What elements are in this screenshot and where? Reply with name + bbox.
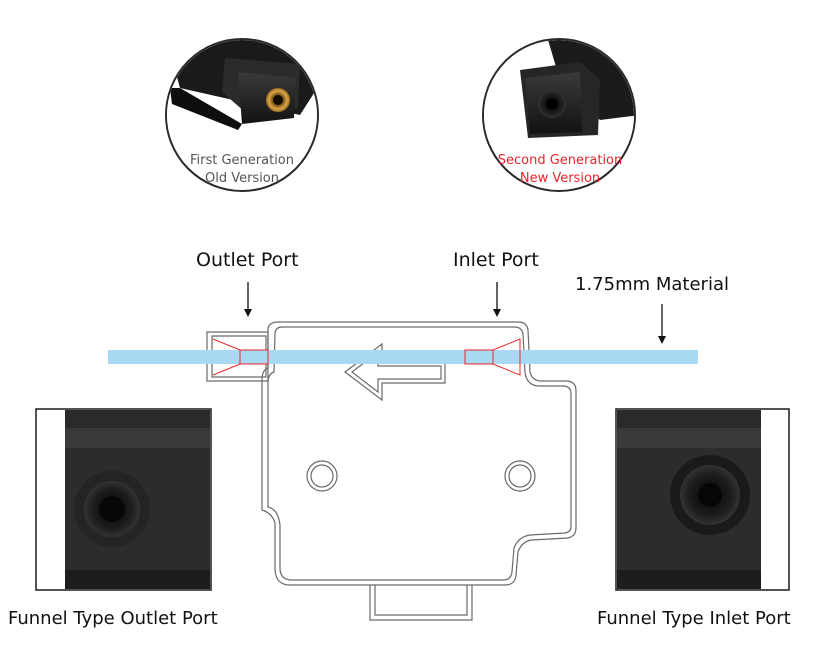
funnel-outlet-photo	[35, 408, 212, 591]
inlet-port-lines	[464, 338, 521, 376]
outlet-port-lines	[212, 338, 269, 376]
material-label: 1.75mm Material	[575, 274, 729, 295]
filament-line	[108, 350, 698, 364]
funnel-inlet-photo	[615, 408, 790, 591]
second-generation-line2: New Version	[519, 171, 601, 186]
funnel-outlet-label: Funnel Type Outlet Port	[8, 608, 218, 629]
first-generation-line1: First Generation	[189, 153, 294, 168]
outlet-port-label: Outlet Port	[196, 249, 299, 271]
second-generation-caption: Second Generation New Version	[495, 152, 625, 188]
inlet-arrow	[493, 282, 501, 317]
second-generation-photo	[482, 38, 636, 192]
first-generation-caption: First Generation Old Version	[182, 152, 302, 188]
funnel-inlet-label: Funnel Type Inlet Port	[597, 608, 791, 629]
outlet-arrow	[244, 282, 252, 317]
inlet-port-label: Inlet Port	[453, 249, 539, 271]
detector-body-outline	[206, 321, 577, 621]
material-arrow	[658, 304, 666, 344]
second-generation-line1: Second Generation	[497, 153, 623, 168]
first-generation-line2: Old Version	[204, 171, 280, 186]
